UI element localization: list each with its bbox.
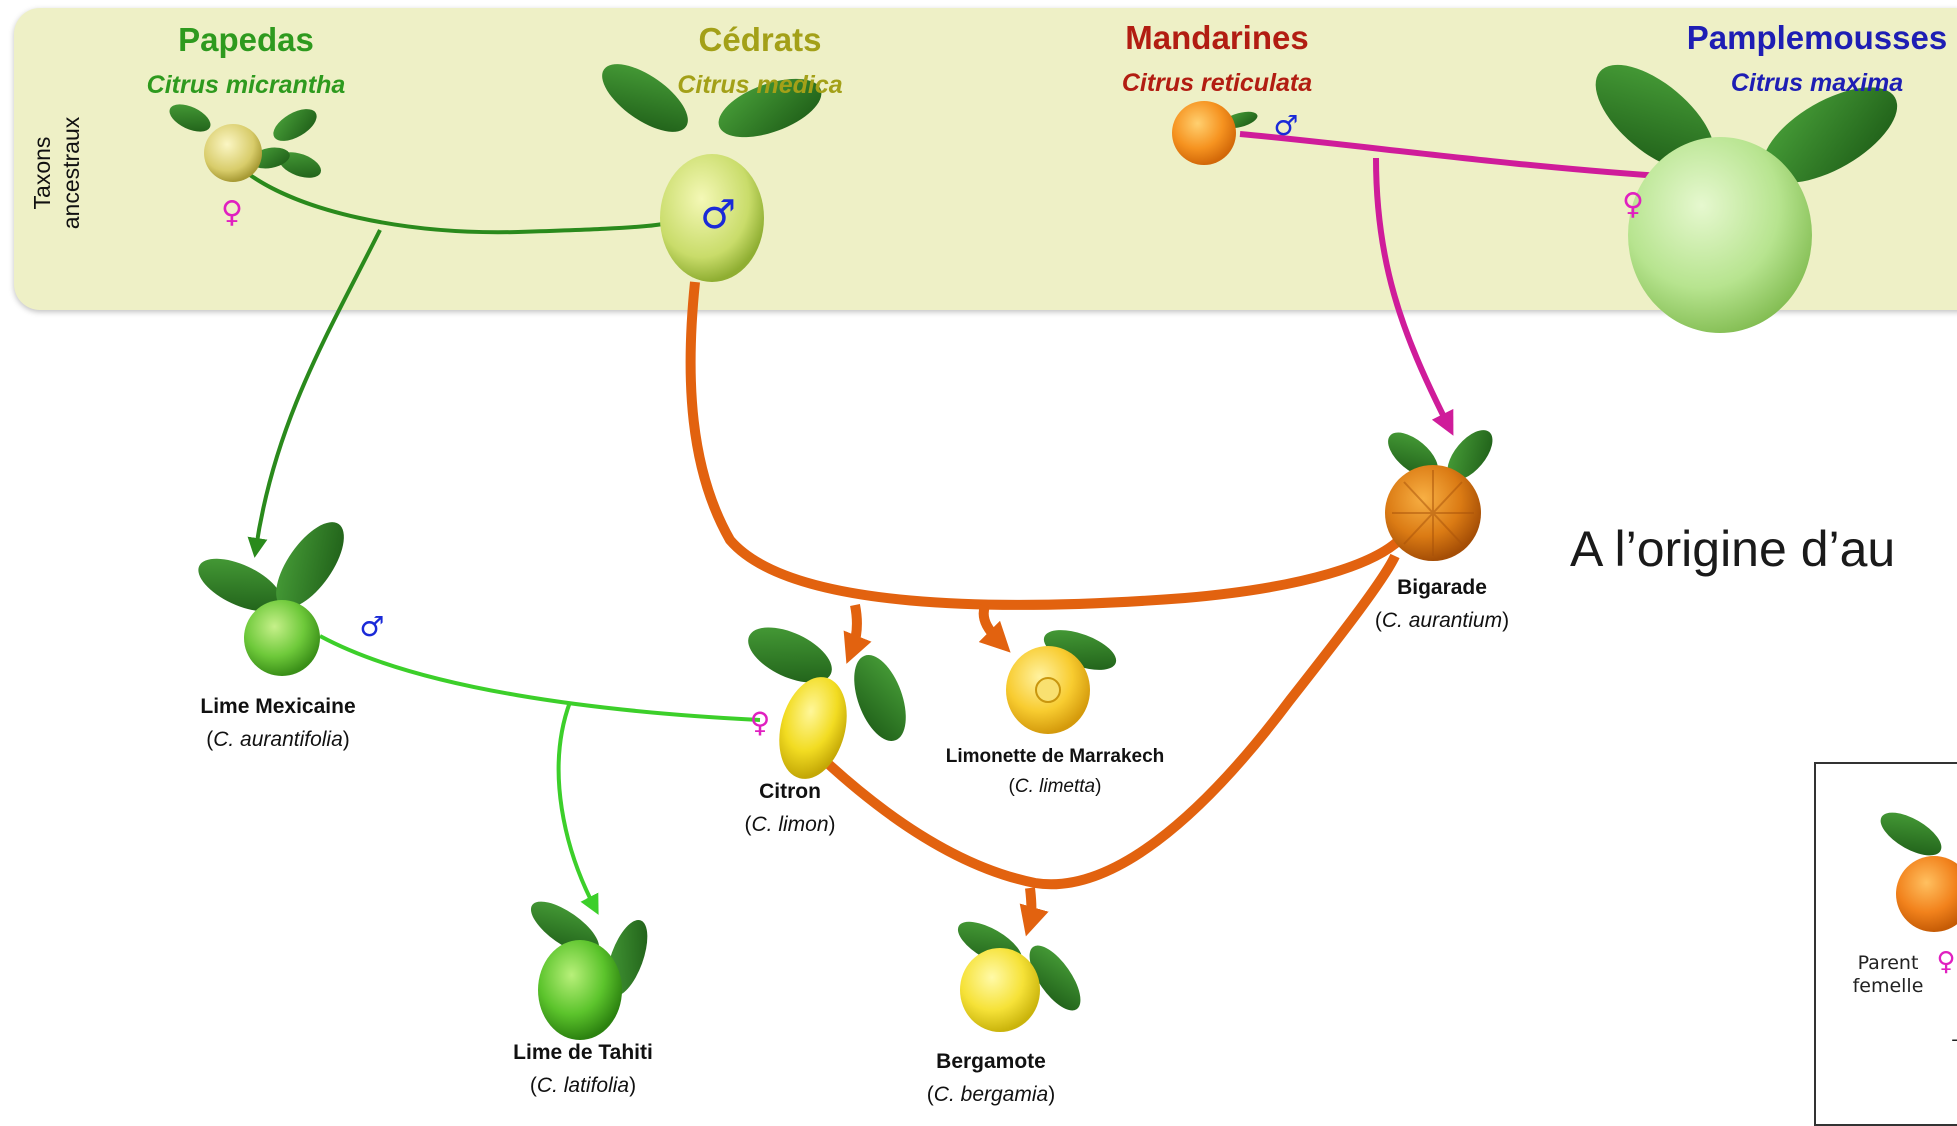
hybrid-latin-limonette: (C. limetta) <box>1008 776 1102 797</box>
hybrid-latin-citron: (C. limon) <box>744 813 836 836</box>
lime-citron-cross-line <box>319 634 761 722</box>
female-symbol-pomelo: ♀ <box>1622 187 1644 222</box>
hybrid-name-bergamote: Bergamote <box>936 1050 1046 1073</box>
taxon-latin-medica: Citrus medica <box>677 71 843 99</box>
papeda-cedrat-cross-line <box>248 173 664 235</box>
lime-citron-to-tahiti-arrow <box>556 701 599 915</box>
section-heading: A l’origine d’au <box>1570 521 1896 577</box>
cross-to-bergamote-arrow <box>1019 887 1049 937</box>
pomelo-fruit <box>1595 64 1898 333</box>
taxon-latin-maxima: Citrus maxima <box>1730 69 1904 97</box>
male-symbol-mexican-lime: ♂ <box>359 610 384 643</box>
mexican-lime-fruit <box>198 522 344 676</box>
legend-parent-line2: femelle <box>1852 975 1924 997</box>
citron-fruit <box>748 627 906 779</box>
hybrid-name-limonette: Limonette de Marrakech <box>945 746 1165 767</box>
bergamote-fruit <box>957 921 1081 1032</box>
legend-female-symbol: ♀ <box>1936 947 1955 977</box>
citron-bigarade-cross-line <box>820 553 1400 890</box>
legend-parent-label: Parent femelle <box>1846 952 1930 998</box>
cross-to-limonette-arrow <box>978 604 1011 653</box>
hybrid-name-bigarade: Bigarade <box>1397 576 1487 599</box>
taxon-name-pamplemousses: Pamplemousses <box>1686 19 1948 56</box>
legend-parent-line1: Parent <box>1857 952 1919 974</box>
mandarin-fruit <box>1172 101 1258 165</box>
bigarade-fruit <box>1385 430 1493 561</box>
hybrid-name-lime-tahiti: Lime de Tahiti <box>513 1041 653 1064</box>
male-symbol-mandarin: ♂ <box>1273 109 1298 142</box>
female-symbol-papeda: ♀ <box>221 195 243 230</box>
male-symbol-cedrat: ♂ <box>700 192 736 238</box>
papeda-to-lime-arrow <box>247 229 382 558</box>
hybrid-latin-bergamote: (C. bergamia) <box>926 1083 1056 1106</box>
limonette-fruit <box>1006 630 1117 734</box>
hybrid-name-citron: Citron <box>759 780 821 803</box>
cedrat-bigarade-cross-line <box>685 281 1409 610</box>
papeda-fruit <box>169 104 322 182</box>
legend-fruit-graphic: ♀ <box>1880 812 1957 977</box>
female-symbol-citron: ♀ <box>750 706 771 739</box>
legend-box: ♀ Parent femelle T <box>1814 762 1957 1126</box>
tahiti-lime-fruit <box>530 901 648 1040</box>
taxon-latin-micrantha: Citrus micrantha <box>146 71 346 99</box>
mandarin-pomelo-to-bigarade-arrow <box>1373 157 1454 436</box>
taxon-name-papedas: Papedas <box>178 21 314 58</box>
hybrid-name-lime-mexicaine: Lime Mexicaine <box>200 695 356 718</box>
hybrid-latin-lime-tahiti: (C. latifolia) <box>529 1074 637 1097</box>
hybrid-latin-lime-mexicaine: (C. aurantifolia) <box>206 728 350 751</box>
taxon-name-cedrats: Cédrats <box>698 21 822 58</box>
taxon-name-mandarines: Mandarines <box>1125 19 1309 56</box>
taxon-latin-reticulata: Citrus reticulata <box>1121 69 1313 97</box>
legend-fragment: T <box>1948 1036 1957 1059</box>
mandarin-pomelo-cross-line <box>1239 131 1661 179</box>
cedrat-fruit <box>602 64 822 282</box>
hybrid-latin-bigarade: (C. aurantium) <box>1374 609 1510 632</box>
cross-to-citron-arrow <box>843 604 872 664</box>
